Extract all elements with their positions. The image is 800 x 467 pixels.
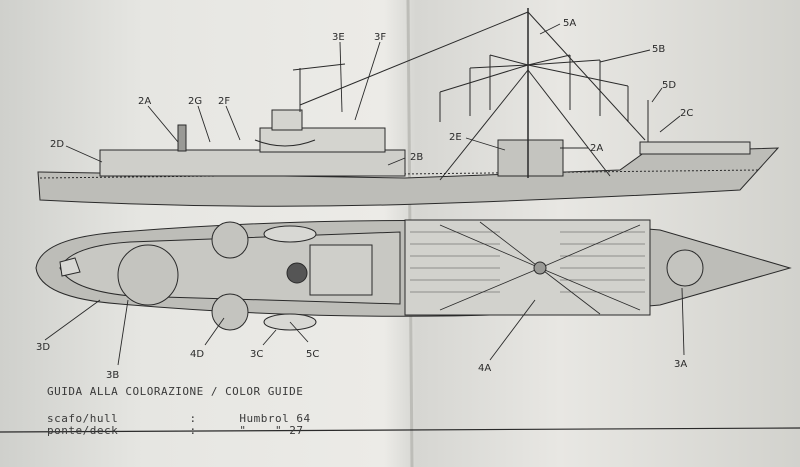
callout-3F: 3F (374, 32, 386, 43)
callout-5A: 5A (563, 18, 576, 29)
legend-label: ponte/deck (47, 424, 119, 437)
gun-tub-bow (666, 249, 704, 287)
callout-2E: 2E (449, 132, 462, 143)
callout-4D: 4D (190, 349, 204, 360)
callout-4A: 4A (478, 363, 491, 374)
hatch-planking (410, 231, 645, 293)
bridge (271, 109, 303, 131)
bottom-rule (0, 427, 800, 433)
superstructure-lower (99, 149, 406, 177)
legend-label: scafo/hull (47, 412, 119, 425)
top-view (35, 219, 792, 331)
callout-5C: 5C (306, 349, 319, 360)
legend-title: GUIDA ALLA COLORAZIONE / COLOR GUIDE (47, 385, 304, 398)
legend-sep: : (189, 424, 197, 437)
lifeboat-port (263, 225, 317, 243)
legend-value: " " 27 (239, 424, 304, 437)
callout-3B: 3B (106, 370, 119, 381)
derrick-booms-top (439, 221, 641, 315)
cargo-hatch-area (404, 219, 651, 316)
callout-labels: 5A 5B 5D 3E 3F 2A 2G 2F 2D 2E 2A 2C 2B 3… (36, 18, 693, 381)
cargo-derricks (299, 11, 646, 181)
callout-5D: 5D (662, 80, 676, 91)
callout-3C: 3C (250, 349, 263, 360)
legend-sep: : (189, 412, 197, 425)
callout-5B: 5B (652, 44, 665, 55)
callout-3A: 3A (674, 359, 687, 370)
callout-2G: 2G (188, 96, 202, 107)
callout-2D: 2D (50, 139, 64, 150)
legend-row-hull: scafo/hull : Humbrol 64 (47, 412, 311, 425)
side-profile (37, 8, 780, 207)
funnel-top (286, 262, 308, 284)
legend-row-deck: ponte/deck : " " 27 (47, 424, 303, 437)
gun-tub-aft (117, 244, 179, 306)
leader-lines (44, 23, 685, 366)
forecastle (639, 141, 751, 155)
callout-2A-left: 2A (138, 96, 151, 107)
funnel (177, 124, 187, 152)
hull-side (37, 147, 780, 207)
bridge-top (309, 244, 373, 296)
legend-value: Humbrol 64 (239, 412, 311, 425)
callout-2A-right: 2A (590, 143, 603, 154)
callout-2F: 2F (218, 96, 230, 107)
lifeboat-side (254, 139, 316, 147)
cargo-kingpost-base (497, 139, 564, 177)
callout-3D: 3D (36, 342, 50, 353)
gun-tub-starboard (211, 293, 249, 331)
callout-2C: 2C (680, 108, 693, 119)
callout-3E: 3E (332, 32, 345, 43)
gun-tub-port (211, 221, 249, 259)
superstructure-upper (259, 127, 386, 153)
main-mast-top (533, 261, 547, 275)
callout-2B: 2B (410, 152, 423, 163)
